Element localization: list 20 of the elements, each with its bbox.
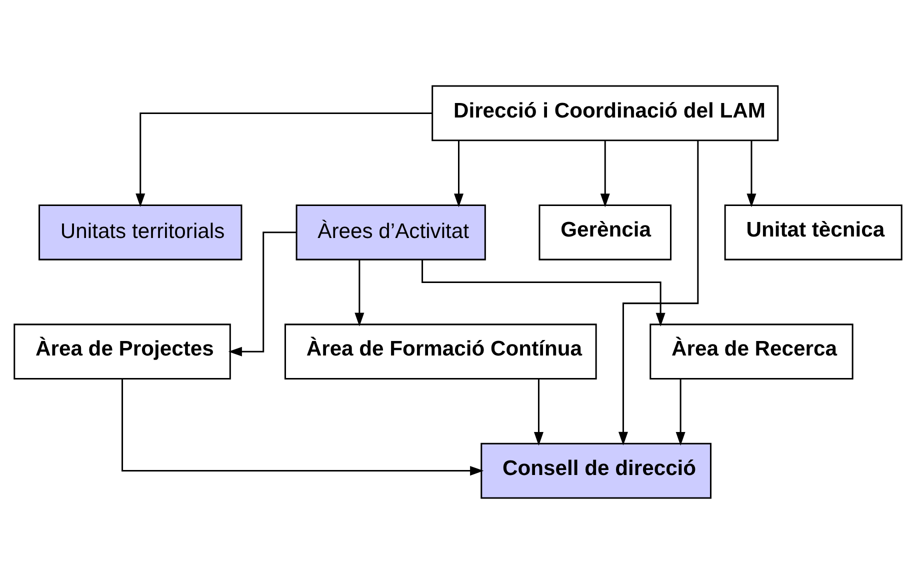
arrow [136, 112, 432, 207]
node-box: Unitats territorials [38, 204, 242, 260]
node-box: Gerència [538, 204, 672, 260]
arrow [676, 378, 686, 446]
arrow [600, 140, 610, 207]
arrow [422, 259, 666, 326]
arrow [122, 378, 484, 476]
arrow [746, 140, 756, 207]
arrow [454, 140, 464, 207]
node-box: Àrea de Formació Contínua [284, 323, 597, 380]
arrow [534, 378, 544, 446]
node-box: Consell de direcció [480, 442, 712, 498]
node-box: Àrees d’Activitat [296, 204, 486, 260]
arrow [618, 140, 699, 445]
arrow [228, 231, 296, 356]
node-box: Unitat tècnica [724, 204, 902, 260]
node-box: Direcció i Coordinació del LAM [432, 84, 779, 141]
node-box: Àrea de Projectes [14, 323, 231, 380]
arrow [354, 260, 364, 326]
node-box: Àrea de Recerca [650, 323, 854, 380]
